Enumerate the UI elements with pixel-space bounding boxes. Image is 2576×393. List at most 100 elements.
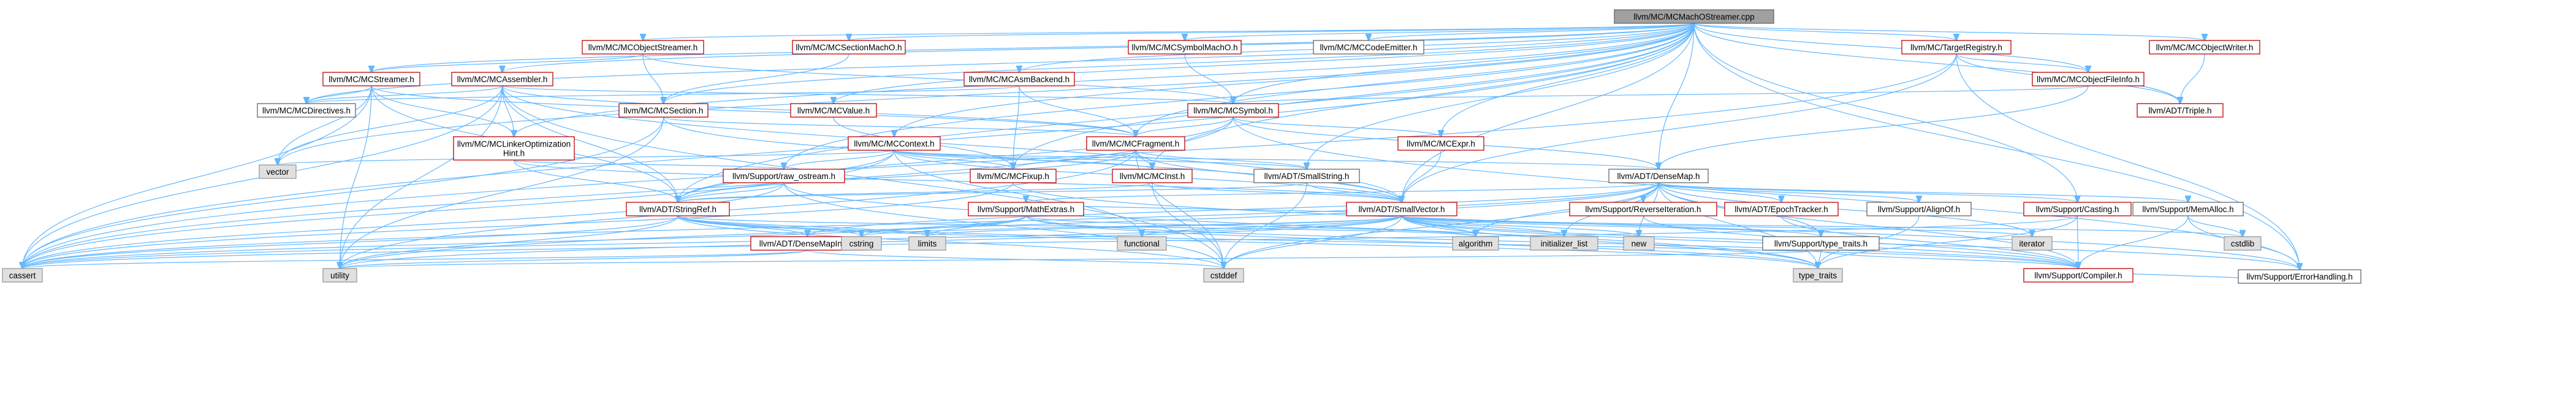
node-label: vector bbox=[267, 167, 289, 177]
node-alignof[interactable]: llvm/Support/AlignOf.h bbox=[1866, 202, 1972, 216]
edge-root-to-objfileinfo bbox=[1693, 23, 2088, 72]
node-box bbox=[322, 268, 357, 283]
edge-smallvector-to-limits bbox=[927, 215, 1402, 237]
node-label: llvm/MC/MCContext.h bbox=[854, 139, 934, 148]
node-inst[interactable]: llvm/MC/MCInst.h bbox=[1112, 169, 1193, 183]
node-objstreamer[interactable]: llvm/MC/MCObjectStreamer.h bbox=[582, 40, 704, 55]
node-expr[interactable]: llvm/MC/MCExpr.h bbox=[1397, 136, 1484, 151]
node-root[interactable]: llvm/MC/MCMachOStreamer.cpp bbox=[1614, 9, 1774, 24]
edge-mathextras-to-algorithm bbox=[1025, 215, 1476, 237]
node-revit[interactable]: llvm/Support/ReverseIteration.h bbox=[1569, 202, 1717, 216]
edge-densemapinfo-to-cassert bbox=[23, 250, 808, 269]
node-label: llvm/MC/MCObjectStreamer.h bbox=[588, 43, 698, 52]
node-iterator[interactable]: iterator bbox=[2012, 236, 2053, 251]
node-label: llvm/ADT/EpochTracker.h bbox=[1734, 205, 1828, 214]
edge-context-to-densemap bbox=[894, 150, 1658, 169]
node-label: llvm/MC/MCLinkerOptimization bbox=[457, 140, 571, 149]
edge-stringref-to-limits bbox=[677, 215, 927, 237]
edge-smallvector-to-compiler bbox=[1401, 215, 2078, 269]
node-symbol[interactable]: llvm/MC/MCSymbol.h bbox=[1187, 103, 1279, 118]
node-label: llvm/ADT/SmallString.h bbox=[1264, 172, 1350, 181]
node-mcstreamer[interactable]: llvm/MC/MCStreamer.h bbox=[322, 72, 420, 86]
edge-densemapinfo-to-cstddef bbox=[807, 250, 1224, 269]
edge-root-to-triple bbox=[1693, 23, 2180, 104]
node-label: llvm/MC/MCSymbol.h bbox=[1193, 106, 1273, 115]
node-section[interactable]: llvm/MC/MCSection.h bbox=[618, 103, 709, 118]
node-asmbackend[interactable]: llvm/MC/MCAsmBackend.h bbox=[963, 72, 1075, 86]
edge-assembler-to-symbol bbox=[501, 85, 1234, 104]
node-directives[interactable]: llvm/MC/MCDirectives.h bbox=[257, 103, 356, 118]
node-cstddef[interactable]: cstddef bbox=[1203, 268, 1244, 283]
node-sectionmacho[interactable]: llvm/MC/MCSectionMachO.h bbox=[792, 40, 906, 55]
node-fixup[interactable]: llvm/MC/MCFixup.h bbox=[970, 169, 1057, 183]
node-context[interactable]: llvm/MC/MCContext.h bbox=[848, 136, 941, 151]
node-box bbox=[1346, 202, 1457, 216]
edge-root-to-fragment bbox=[1136, 23, 1695, 137]
node-stringref[interactable]: llvm/ADT/StringRef.h bbox=[626, 202, 730, 216]
node-box bbox=[1203, 268, 1244, 283]
node-label: llvm/MC/MCValue.h bbox=[797, 106, 870, 115]
node-assembler[interactable]: llvm/MC/MCAssembler.h bbox=[451, 72, 553, 86]
edge-assembler-to-directives bbox=[306, 85, 503, 104]
edge-densemap-to-epoch bbox=[1658, 182, 1782, 202]
node-label: llvm/ADT/DenseMap.h bbox=[1617, 172, 1700, 181]
node-value[interactable]: llvm/MC/MCValue.h bbox=[790, 103, 877, 118]
node-symbolmacho[interactable]: llvm/MC/MCSymbolMachO.h bbox=[1128, 40, 1242, 55]
node-mathextras[interactable]: llvm/Support/MathExtras.h bbox=[968, 202, 1084, 216]
node-casting[interactable]: llvm/Support/Casting.h bbox=[2023, 202, 2132, 216]
node-limits[interactable]: limits bbox=[908, 236, 946, 251]
node-box bbox=[970, 169, 1057, 183]
node-objfileinfo[interactable]: llvm/MC/MCObjectFileInfo.h bbox=[2032, 72, 2145, 86]
edge-root-to-value bbox=[834, 23, 1695, 104]
edge-memalloc-to-compiler bbox=[2078, 215, 2189, 269]
node-label: llvm/MC/MCAssembler.h bbox=[457, 75, 548, 84]
node-cstdlib[interactable]: cstdlib bbox=[2224, 236, 2262, 251]
node-rawostream[interactable]: llvm/Support/raw_ostream.h bbox=[723, 169, 845, 183]
node-label: llvm/Support/raw_ostream.h bbox=[732, 172, 835, 181]
node-box bbox=[626, 202, 730, 216]
edge-root-to-symbolmacho bbox=[1185, 23, 1695, 40]
edge-root-to-casting bbox=[1693, 23, 2078, 202]
edge-casting-to-cassert bbox=[23, 215, 2078, 269]
edge-densemap-to-mathextras bbox=[1026, 182, 1659, 202]
edge-linkeropt-to-rawostream bbox=[513, 159, 785, 169]
edge-casting-to-type_traits bbox=[1818, 215, 2078, 269]
node-initlist[interactable]: initializer_list bbox=[1530, 236, 1598, 251]
node-utility[interactable]: utility bbox=[322, 268, 357, 283]
node-compiler[interactable]: llvm/Support/Compiler.h bbox=[2023, 268, 2133, 283]
edge-objstreamer-to-section bbox=[642, 53, 664, 104]
edge-mcstreamer-to-cassert bbox=[23, 85, 372, 269]
node-targetreg[interactable]: llvm/MC/TargetRegistry.h bbox=[1901, 40, 2012, 55]
node-label: cstring bbox=[849, 239, 874, 248]
node-typetraits_h[interactable]: llvm/Support/type_traits.h bbox=[1762, 236, 1880, 251]
node-objwriter[interactable]: llvm/MC/MCObjectWriter.h bbox=[2149, 40, 2260, 55]
node-algorithm[interactable]: algorithm bbox=[1452, 236, 1499, 251]
node-densemap[interactable]: llvm/ADT/DenseMap.h bbox=[1608, 169, 1709, 183]
node-box bbox=[1452, 236, 1499, 251]
node-triple[interactable]: llvm/ADT/Triple.h bbox=[2137, 103, 2224, 118]
node-box bbox=[257, 103, 356, 118]
node-cassert[interactable]: cassert bbox=[2, 268, 43, 283]
node-smallstring[interactable]: llvm/ADT/SmallString.h bbox=[1253, 169, 1360, 183]
node-errhandling[interactable]: llvm/Support/ErrorHandling.h bbox=[2238, 269, 2361, 284]
node-smallvector[interactable]: llvm/ADT/SmallVector.h bbox=[1346, 202, 1457, 216]
node-type_traits[interactable]: type_traits bbox=[1793, 268, 1843, 283]
node-epoch[interactable]: llvm/ADT/EpochTracker.h bbox=[1724, 202, 1839, 216]
edge-targetreg-to-cassert bbox=[23, 53, 1957, 269]
node-functional[interactable]: functional bbox=[1117, 236, 1167, 251]
edge-smallvector-to-cstdlib bbox=[1401, 215, 2243, 237]
edge-root-to-context bbox=[894, 23, 1695, 137]
node-fragment[interactable]: llvm/MC/MCFragment.h bbox=[1086, 136, 1185, 151]
node-densemapinfo[interactable]: llvm/ADT/DenseMapInfo.h bbox=[750, 236, 865, 251]
node-codeemitter[interactable]: llvm/MC/MCCodeEmitter.h bbox=[1313, 40, 1424, 55]
edge-inst-to-stringref bbox=[678, 182, 1153, 202]
node-memalloc[interactable]: llvm/Support/MemAlloc.h bbox=[2132, 202, 2244, 216]
node-box bbox=[1569, 202, 1717, 216]
edge-densemap-to-compiler bbox=[1658, 182, 2078, 269]
node-label: llvm/Support/ErrorHandling.h bbox=[2246, 272, 2352, 281]
node-cstring[interactable]: cstring bbox=[841, 236, 882, 251]
node-new[interactable]: new bbox=[1623, 236, 1655, 251]
node-vector[interactable]: vector bbox=[259, 164, 297, 179]
